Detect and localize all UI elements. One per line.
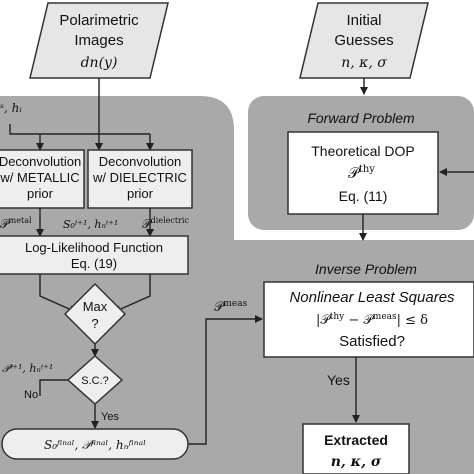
initial-guesses-node	[299, 2, 429, 79]
polarimetric-title-2: Images	[74, 32, 123, 49]
decon-metal-1: Deconvolution	[0, 154, 81, 169]
connector-sc-no	[39, 379, 68, 396]
extracted-box	[302, 423, 410, 474]
decon-metal-2: w/ METALLIC	[0, 170, 80, 185]
no-label: No	[24, 389, 38, 401]
polarimetric-expr: dn(y)	[81, 55, 118, 71]
output-metal-label: 𝒫metal	[0, 216, 32, 231]
decon-diel-3: prior	[127, 186, 154, 201]
output-diel-label: 𝒫dielectric	[142, 216, 189, 231]
nls-equation: |𝒫thy − 𝒫meas| ≤ δ	[316, 312, 428, 328]
meas-label: 𝒫meas	[214, 299, 248, 315]
yes-label: Yes	[327, 372, 350, 388]
nonlinear-least-squares-box	[263, 281, 474, 358]
max-label-1: Max	[83, 299, 108, 314]
connector-loglik-max-left	[39, 274, 77, 313]
left-top-input: ˢ, hᵢ	[0, 101, 22, 115]
theoretical-dop-title: Theoretical DOP	[311, 143, 414, 159]
final-values: S₀ᶠⁱⁿᵃˡ, 𝒫ᶠⁱⁿᵃˡ, hₙᶠⁱⁿᵃˡ	[44, 438, 146, 452]
initial-title-1: Initial	[346, 12, 381, 29]
decon-diel-2: w/ DIELECTRIC	[92, 170, 187, 185]
loglik-title: Log-Likelihood Function	[25, 240, 163, 255]
sc-label: S.C.?	[81, 375, 109, 387]
initial-expr: n, κ, σ	[341, 55, 387, 71]
max-decision-node	[63, 282, 127, 346]
log-likelihood-box	[0, 235, 189, 275]
output-mid-label: S₀ⁱ⁺¹, hₙⁱ⁺¹	[63, 218, 118, 231]
inverse-problem-label: Inverse Problem	[315, 261, 417, 277]
deconvolution-dielectric-box	[87, 149, 193, 209]
left-yes-label: Yes	[101, 411, 119, 423]
polarimetric-images-node	[29, 2, 169, 79]
max-label-2: ?	[91, 316, 98, 331]
final-values-node	[1, 428, 189, 460]
side-values: 𝒫ⁱ⁺¹, hₙⁱ⁺¹	[2, 362, 53, 375]
nls-satisfied: Satisfied?	[339, 333, 405, 350]
decon-metal-3: prior	[27, 186, 54, 201]
extracted-values: n, κ, σ	[331, 454, 382, 470]
forward-problem-label: Forward Problem	[307, 110, 415, 126]
theoretical-dop-symbol: 𝒫thy	[348, 164, 375, 182]
connector-final-right	[188, 315, 263, 445]
initial-title-2: Guesses	[334, 32, 393, 49]
nls-title: Nonlinear Least Squares	[289, 289, 455, 306]
deconvolution-metallic-box	[0, 149, 85, 209]
decon-diel-1: Deconvolution	[99, 154, 181, 169]
connector-branch	[9, 124, 150, 135]
theoretical-dop-eq: Eq. (11)	[339, 188, 388, 204]
polarimetric-title-1: Polarimetric	[59, 12, 139, 29]
connector-loglik-max-right	[113, 274, 151, 313]
sc-decision-node	[66, 354, 124, 406]
loglik-eq: Eq. (19)	[71, 256, 117, 271]
extracted-title: Extracted	[324, 432, 388, 448]
